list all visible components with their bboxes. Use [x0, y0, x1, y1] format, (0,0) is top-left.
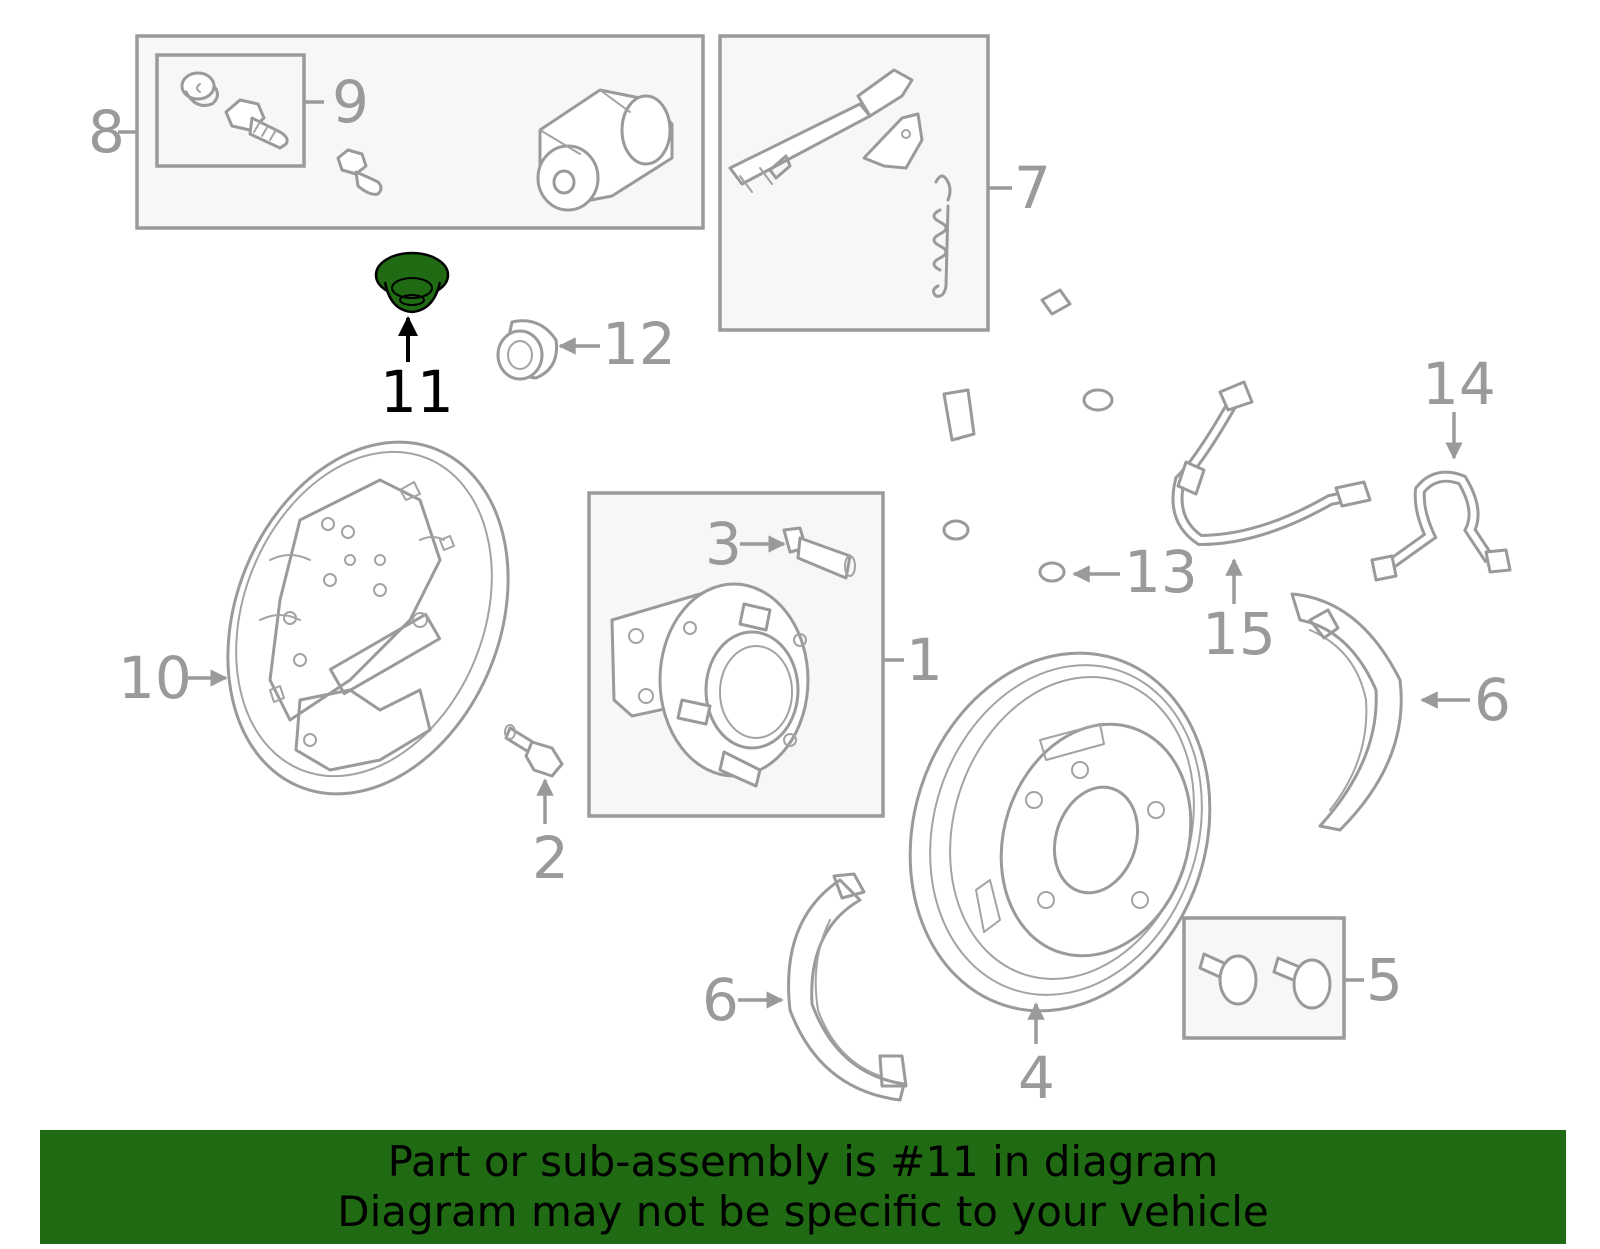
lever-part	[862, 112, 924, 170]
callout-8: 8	[88, 98, 125, 166]
callout-12: 12	[602, 310, 676, 378]
callout-14: 14	[1422, 350, 1496, 418]
adjuster-part	[728, 68, 914, 193]
part-15-brake-hose	[1171, 380, 1372, 547]
part-6-brake-shoe-right	[1290, 592, 1403, 832]
callout-10: 10	[118, 644, 192, 712]
callout-9: 9	[332, 68, 369, 136]
callout-6-left: 6	[702, 966, 739, 1034]
callout-15: 15	[1202, 600, 1276, 668]
banner-line-1: Part or sub-assembly is #11 in diagram	[387, 1137, 1219, 1186]
part-11-dust-cap[interactable]	[374, 251, 450, 314]
nut-part	[336, 148, 383, 196]
hub-bearing-group	[587, 491, 885, 818]
part-6-brake-shoe-left	[787, 872, 908, 1102]
callout-2: 2	[532, 824, 569, 892]
callout-11: 11	[380, 358, 454, 426]
part-5-bolt-a	[1198, 952, 1258, 1006]
part-2-bolt	[504, 724, 564, 778]
part-5-bolt-b	[1272, 956, 1332, 1010]
bleeder-cap-part	[180, 71, 219, 107]
hub-bearing-part	[610, 582, 810, 788]
banner-line-2: Diagram may not be specific to your vehi…	[337, 1187, 1269, 1236]
part-10-backing-plate	[226, 440, 510, 796]
callout-3: 3	[705, 510, 742, 578]
callout-1: 1	[906, 626, 943, 694]
info-banner: Part or sub-assembly is #11 in diagram D…	[40, 1130, 1566, 1244]
part-14-brake-line	[1370, 470, 1512, 582]
box-7	[718, 34, 990, 332]
part-3-stud	[782, 526, 856, 580]
callout-4: 4	[1018, 1044, 1055, 1112]
callout-labels: 8 9 7 11 12 14 3 13 15 1 10 6 2 5 6 4	[88, 68, 1511, 1112]
callout-13: 13	[1124, 538, 1198, 606]
callout-5: 5	[1366, 946, 1403, 1014]
bleeder-screw-part	[224, 98, 289, 150]
part-4-brake-drum	[908, 651, 1212, 1013]
callout-6-right: 6	[1474, 666, 1511, 734]
callout-7: 7	[1014, 154, 1051, 222]
part-13-sensor-cable	[942, 288, 1125, 643]
wheel-cylinder-kit-group	[135, 34, 705, 230]
leader-lines	[118, 100, 1470, 1044]
bolts-group	[1182, 916, 1346, 1040]
part-12-grommet	[496, 319, 559, 381]
spring-part	[931, 174, 952, 298]
wheel-cylinder-part	[536, 88, 674, 212]
adjuster-kit-group	[718, 34, 990, 332]
